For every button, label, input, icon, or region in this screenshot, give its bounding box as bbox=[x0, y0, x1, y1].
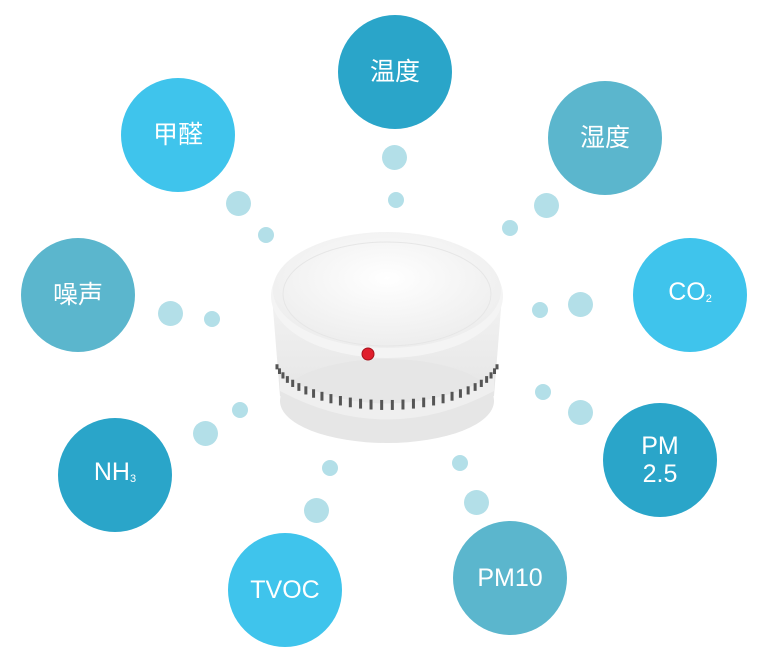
vent-slot bbox=[432, 396, 436, 406]
connector-dot bbox=[322, 460, 338, 476]
sensor-label: PM bbox=[641, 432, 679, 460]
vent-slot bbox=[473, 383, 477, 391]
connector-dot bbox=[388, 192, 404, 208]
connector-dot bbox=[157, 300, 183, 326]
connector-dot bbox=[258, 227, 274, 243]
sensor-label-text: 温度 bbox=[369, 58, 420, 86]
vent-slot bbox=[390, 399, 394, 410]
sensor-bubble-humidity: 湿度 bbox=[548, 81, 662, 195]
vent-slot bbox=[401, 399, 405, 410]
sensor-label: 湿度 bbox=[580, 124, 630, 152]
vent-slot bbox=[479, 379, 483, 387]
vent-slot bbox=[458, 389, 462, 398]
vent-slot bbox=[348, 397, 352, 408]
sensor-bubble-tvoc: TVOC bbox=[228, 533, 342, 647]
vent-slot bbox=[411, 398, 415, 409]
sensor-label-line2: 2.5 bbox=[642, 460, 678, 488]
sensor-label: 噪声 bbox=[53, 281, 103, 309]
vent-slot bbox=[359, 398, 363, 409]
connector-dot bbox=[452, 455, 468, 471]
sensor-label-text: NH bbox=[93, 457, 130, 486]
connector-dot bbox=[303, 497, 329, 523]
vent-slot bbox=[422, 397, 426, 408]
sensor-label-text: PM bbox=[641, 432, 679, 460]
sensor-bubble-temperature: 温度 bbox=[338, 15, 452, 129]
smoke-detector-device bbox=[262, 226, 512, 461]
connector-dot bbox=[192, 420, 218, 446]
vent-slot bbox=[291, 379, 295, 387]
sensor-bubble-formaldehyde: 甲醛 bbox=[121, 78, 235, 192]
vent-slot bbox=[329, 394, 333, 404]
connector-dot bbox=[567, 291, 593, 317]
vent-slot bbox=[369, 399, 373, 410]
vent-slot bbox=[312, 389, 316, 398]
sensor-bubble-nh3: NH3 bbox=[58, 418, 172, 532]
vent-slot bbox=[297, 383, 301, 391]
sensor-bubble-co2: CO2 bbox=[633, 238, 747, 352]
sensor-label: CO2 bbox=[668, 278, 712, 313]
connector-dot bbox=[532, 302, 548, 318]
sensor-label: 温度 bbox=[370, 58, 420, 86]
vent-slot bbox=[285, 376, 289, 383]
sensor-label-text: 湿度 bbox=[579, 124, 630, 152]
led-indicator bbox=[361, 347, 375, 361]
connector-dot bbox=[204, 311, 220, 327]
sensor-label: PM10 bbox=[477, 564, 542, 592]
connector-dot bbox=[463, 489, 489, 515]
connector-dot bbox=[381, 144, 407, 170]
sensor-label: NH3 bbox=[94, 458, 136, 493]
vent-slot bbox=[493, 368, 497, 375]
connector-dot bbox=[533, 192, 559, 218]
vent-slot bbox=[466, 386, 470, 395]
sensor-label-text: CO bbox=[668, 277, 706, 306]
sensor-label-text: 噪声 bbox=[52, 281, 103, 309]
sensor-bubble-noise: 噪声 bbox=[21, 238, 135, 352]
vent-slot bbox=[281, 372, 285, 379]
sensor-label: TVOC bbox=[250, 576, 319, 604]
sensor-label-subscript: 2 bbox=[705, 292, 712, 305]
sensor-label-text: PM10 bbox=[477, 564, 543, 592]
connector-dot bbox=[535, 384, 551, 400]
vent-slot bbox=[441, 394, 445, 404]
sensor-label-text: TVOC bbox=[250, 576, 320, 604]
vent-slot bbox=[485, 376, 489, 383]
connector-dot bbox=[225, 190, 251, 216]
connector-dot bbox=[502, 220, 518, 236]
vent-slot bbox=[275, 364, 279, 370]
vent-slot bbox=[489, 372, 493, 379]
sensor-bubble-pm10: PM10 bbox=[453, 521, 567, 635]
sensor-label: 甲醛 bbox=[153, 121, 203, 149]
vent-slot bbox=[277, 368, 281, 375]
sensor-label-text: 甲醛 bbox=[152, 121, 203, 149]
sensor-label-subscript: 3 bbox=[129, 472, 137, 485]
vent-slot bbox=[495, 364, 499, 370]
vent-slot bbox=[338, 396, 342, 406]
connector-dot bbox=[232, 402, 248, 418]
vent-slot bbox=[450, 391, 454, 401]
vent-slot bbox=[380, 399, 384, 410]
vent-slot bbox=[304, 386, 308, 395]
vent-slot bbox=[320, 391, 324, 401]
connector-dot bbox=[567, 399, 593, 425]
